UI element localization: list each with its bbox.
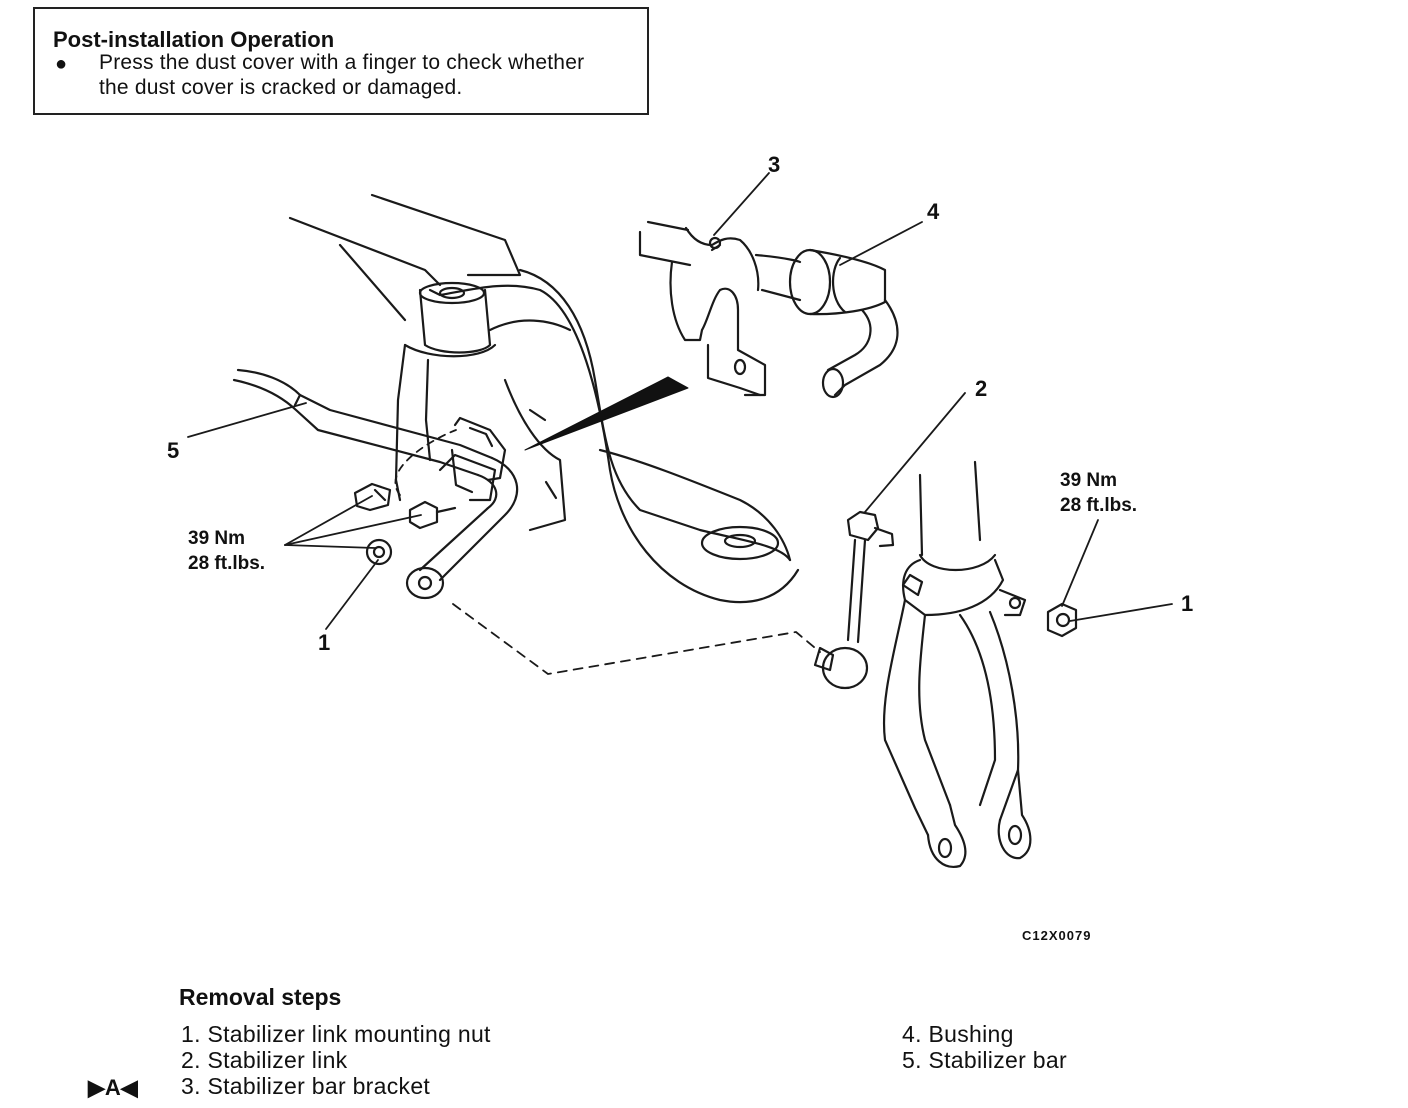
callout-1-right: 1	[1181, 591, 1193, 616]
torque-right-ft: 28 ft.lbs.	[1060, 495, 1137, 516]
note-line-2: the dust cover is cracked or damaged.	[99, 76, 463, 99]
crossmember-outline	[288, 193, 800, 604]
removal-steps-title: Removal steps	[179, 984, 342, 1010]
bushing	[754, 248, 899, 399]
strut-and-knuckle	[882, 460, 1032, 868]
torque-left-ft: 28 ft.lbs.	[188, 553, 265, 574]
removal-step-2: 2. Stabilizer link	[181, 1047, 348, 1073]
bar-bracket-left	[450, 416, 507, 494]
bracket-bolt	[353, 482, 457, 566]
callout-5: 5	[167, 438, 179, 463]
removal-step-1: 1. Stabilizer link mounting nut	[181, 1021, 491, 1047]
note-title: Post-installation Operation	[53, 27, 335, 52]
callout-2: 2	[975, 376, 987, 401]
callout-1-left: 1	[318, 630, 330, 655]
post-installation-note: Post-installation Operation ● Press the …	[33, 7, 649, 115]
removal-step-3: 3. Stabilizer bar bracket	[181, 1073, 431, 1099]
removal-step-4: 4. Bushing	[902, 1021, 1014, 1047]
stabilizer-link	[813, 510, 895, 690]
callout-3: 3	[768, 152, 780, 177]
torque-left-nm: 39 Nm	[188, 528, 245, 549]
service-point-marker: ▶A◀	[88, 1075, 138, 1100]
note-line-1: Press the dust cover with a finger to ch…	[99, 51, 585, 74]
stabilizer-bar	[232, 368, 519, 600]
removal-step-5: 5. Stabilizer bar	[902, 1047, 1067, 1073]
figure-code: C12X0079	[1022, 928, 1091, 943]
note-bullet: ●	[55, 53, 68, 75]
detail-wedge-arrow	[524, 376, 689, 451]
torque-right-nm: 39 Nm	[1060, 470, 1117, 491]
callout-4: 4	[927, 199, 940, 224]
leader-lines	[187, 172, 1173, 675]
stabilizer-bar-bracket	[638, 220, 767, 397]
